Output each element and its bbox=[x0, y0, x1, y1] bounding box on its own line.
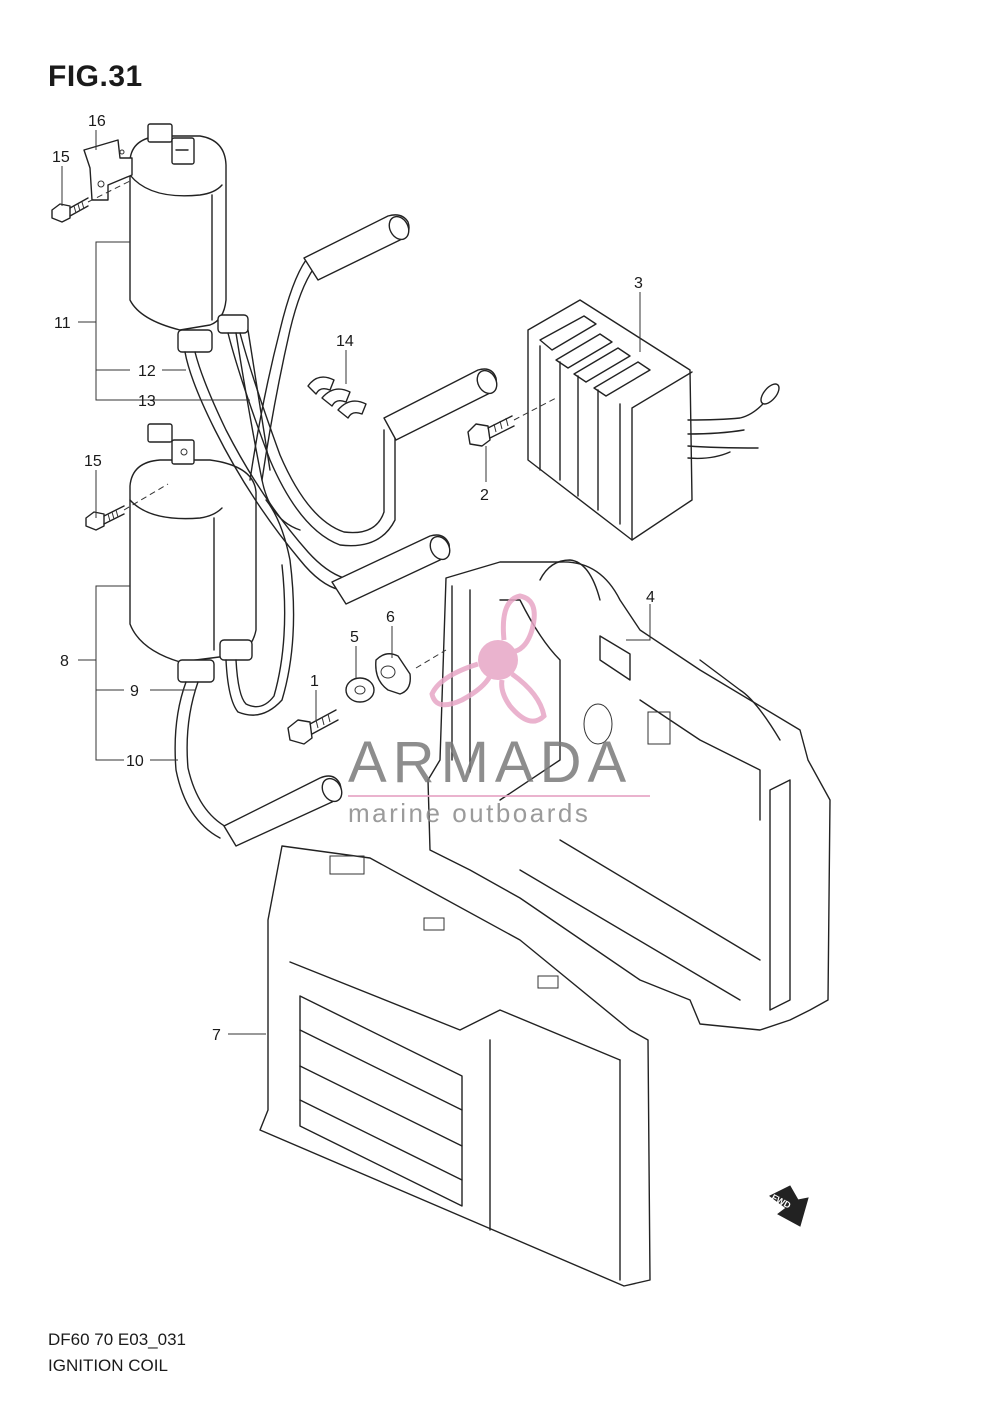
figure-title: FIG.31 bbox=[48, 60, 143, 93]
fwd-arrow-icon: FWD bbox=[769, 1185, 809, 1227]
callout-9: 9 bbox=[130, 683, 139, 700]
bolt-15-upper bbox=[51, 197, 89, 223]
cover-7 bbox=[259, 845, 651, 1287]
bracket-16 bbox=[83, 139, 133, 201]
cord-clamp-14 bbox=[307, 376, 367, 419]
regulator-3 bbox=[527, 299, 780, 541]
callout-15-lower: 15 bbox=[84, 453, 102, 470]
callout-5: 5 bbox=[350, 629, 359, 646]
watermark: ARMADA marine outboards bbox=[348, 593, 650, 828]
bolt-1 bbox=[287, 709, 339, 745]
callout-2: 2 bbox=[480, 487, 489, 504]
callout-1: 1 bbox=[310, 673, 319, 690]
leader-lines bbox=[61, 130, 651, 1035]
watermark-brand: ARMADA bbox=[348, 730, 632, 795]
callouts: 16 15 11 12 13 14 3 2 15 4 6 5 8 1 9 10 … bbox=[52, 113, 655, 1044]
watermark-tagline: marine outboards bbox=[348, 798, 590, 828]
figure-code: DF60 70 E03_031 bbox=[48, 1330, 186, 1349]
callout-4: 4 bbox=[646, 589, 655, 606]
callout-12: 12 bbox=[138, 363, 156, 380]
callout-3: 3 bbox=[634, 275, 643, 292]
callout-14: 14 bbox=[336, 333, 354, 350]
callout-8: 8 bbox=[60, 653, 69, 670]
high-tension-cords bbox=[174, 259, 396, 839]
lower-ignition-coil bbox=[129, 423, 257, 683]
washer-5 bbox=[345, 677, 375, 703]
bolt-2 bbox=[467, 415, 515, 447]
plug-caps bbox=[223, 214, 498, 847]
grommet-6 bbox=[375, 653, 411, 695]
callout-15-upper: 15 bbox=[52, 149, 70, 166]
callout-13: 13 bbox=[138, 393, 156, 410]
callout-10: 10 bbox=[126, 753, 144, 770]
propeller-logo-icon bbox=[429, 593, 547, 724]
upper-ignition-coil bbox=[129, 123, 249, 353]
callout-11: 11 bbox=[54, 315, 71, 332]
callout-6: 6 bbox=[386, 609, 395, 626]
callout-7: 7 bbox=[212, 1027, 221, 1044]
bolt-15-lower bbox=[85, 505, 125, 531]
callout-16: 16 bbox=[88, 113, 106, 130]
figure-name: IGNITION COIL bbox=[48, 1356, 168, 1375]
